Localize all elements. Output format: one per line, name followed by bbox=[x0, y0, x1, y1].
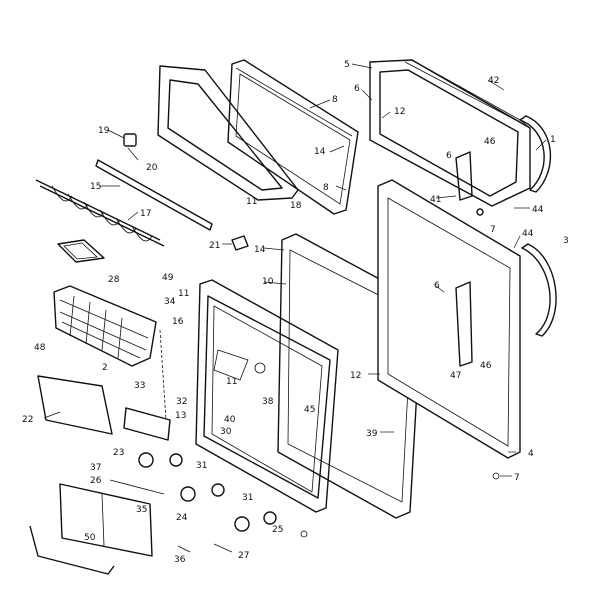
strip-16 bbox=[159, 329, 167, 421]
callout-1: 1 bbox=[550, 135, 556, 145]
callout-49: 49 bbox=[162, 273, 174, 283]
ice-tray bbox=[57, 239, 105, 263]
callout-38: 38 bbox=[262, 397, 274, 407]
refrigerator-hinge-bracket bbox=[455, 281, 473, 367]
callout-30: 30 bbox=[220, 427, 232, 437]
screw-1 bbox=[300, 530, 308, 538]
freezer-hinge-pin bbox=[476, 208, 484, 216]
callout-34: 34 bbox=[164, 297, 176, 307]
roller-31b bbox=[211, 483, 225, 497]
callout-11c: 11 bbox=[226, 377, 237, 387]
callout-13: 13 bbox=[175, 411, 186, 421]
roller-31a bbox=[169, 453, 183, 467]
callout-15: 15 bbox=[90, 182, 101, 192]
callout-32: 32 bbox=[176, 397, 187, 407]
callout-26: 26 bbox=[90, 476, 102, 486]
callout-18: 18 bbox=[290, 201, 302, 211]
callout-50: 50 bbox=[84, 533, 96, 543]
callout-46b: 46 bbox=[480, 361, 492, 371]
callout-39: 39 bbox=[366, 429, 378, 439]
callout-10: 10 bbox=[262, 277, 274, 287]
callout-19: 19 bbox=[98, 126, 110, 136]
callout-42: 42 bbox=[488, 76, 499, 86]
callout-33: 33 bbox=[134, 381, 145, 391]
callout-44b: 44 bbox=[522, 229, 534, 239]
leader-lines bbox=[43, 63, 547, 477]
callout-4: 4 bbox=[528, 449, 534, 459]
callout-36: 36 bbox=[174, 555, 186, 565]
freezer-handle bbox=[519, 115, 552, 193]
freezer-door-panel bbox=[369, 59, 531, 207]
callout-16: 16 bbox=[172, 317, 184, 327]
callout-12a: 12 bbox=[394, 107, 405, 117]
callout-6c: 6 bbox=[434, 281, 440, 291]
callout-11a: 11 bbox=[246, 197, 257, 207]
callout-20: 20 bbox=[146, 163, 158, 173]
callout-47: 47 bbox=[450, 371, 461, 381]
callout-25: 25 bbox=[272, 525, 283, 535]
rod-37 bbox=[109, 479, 165, 495]
freezer-door-gasket bbox=[227, 59, 359, 215]
refrigerator-door-panel bbox=[377, 179, 521, 459]
callout-22: 22 bbox=[22, 415, 33, 425]
pin-36 bbox=[177, 545, 191, 553]
callout-7b: 7 bbox=[514, 473, 520, 483]
pin-27 bbox=[213, 543, 233, 553]
wire-rod bbox=[29, 525, 115, 575]
callout-12b: 12 bbox=[350, 371, 361, 381]
callout-48: 48 bbox=[34, 343, 46, 353]
bracket-22 bbox=[37, 375, 113, 435]
callout-11b: 11 bbox=[178, 289, 189, 299]
callout-27: 27 bbox=[238, 551, 249, 561]
roller-24 bbox=[180, 486, 196, 502]
callout-45: 45 bbox=[304, 405, 315, 415]
callout-28: 28 bbox=[108, 275, 120, 285]
callout-46a: 46 bbox=[484, 137, 496, 147]
refrigerator-door-gasket bbox=[277, 233, 423, 519]
callout-17: 17 bbox=[140, 209, 151, 219]
crisper-cover bbox=[59, 483, 153, 557]
callout-35: 35 bbox=[136, 505, 147, 515]
callout-23: 23 bbox=[113, 448, 124, 458]
callout-6b: 6 bbox=[446, 151, 452, 161]
callout-labels: 1 3 4 5 6 6 6 7 7 8 8 10 11 11 11 12 12 … bbox=[22, 60, 569, 565]
callout-21: 21 bbox=[209, 241, 220, 251]
callout-6a: 6 bbox=[354, 84, 360, 94]
clip-part bbox=[123, 133, 137, 147]
callout-8a: 8 bbox=[332, 95, 338, 105]
callout-5: 5 bbox=[344, 60, 350, 70]
callout-40: 40 bbox=[224, 415, 236, 425]
roller-31c bbox=[263, 511, 277, 525]
callout-7a: 7 bbox=[490, 225, 496, 235]
freezer-hinge-bracket bbox=[455, 151, 473, 201]
wire-shelf-rack bbox=[35, 179, 165, 247]
screw-7 bbox=[492, 472, 500, 480]
callout-44a: 44 bbox=[532, 205, 544, 215]
compartment-door bbox=[195, 279, 339, 513]
small-block bbox=[231, 235, 249, 251]
callout-14b: 14 bbox=[254, 245, 266, 255]
callout-8b: 8 bbox=[323, 183, 329, 193]
roller-23 bbox=[138, 452, 154, 468]
callout-31b: 31 bbox=[242, 493, 253, 503]
trim-strip bbox=[95, 159, 213, 231]
callout-31a: 31 bbox=[196, 461, 207, 471]
callout-2: 2 bbox=[102, 363, 108, 373]
roller-25 bbox=[234, 516, 250, 532]
callout-41: 41 bbox=[430, 195, 441, 205]
callout-3: 3 bbox=[563, 236, 569, 246]
trim-13 bbox=[123, 407, 171, 441]
wire-basket bbox=[53, 285, 157, 367]
refrigerator-handle bbox=[521, 243, 557, 337]
callout-14a: 14 bbox=[314, 147, 326, 157]
callout-24: 24 bbox=[176, 513, 188, 523]
callout-37: 37 bbox=[90, 463, 101, 473]
